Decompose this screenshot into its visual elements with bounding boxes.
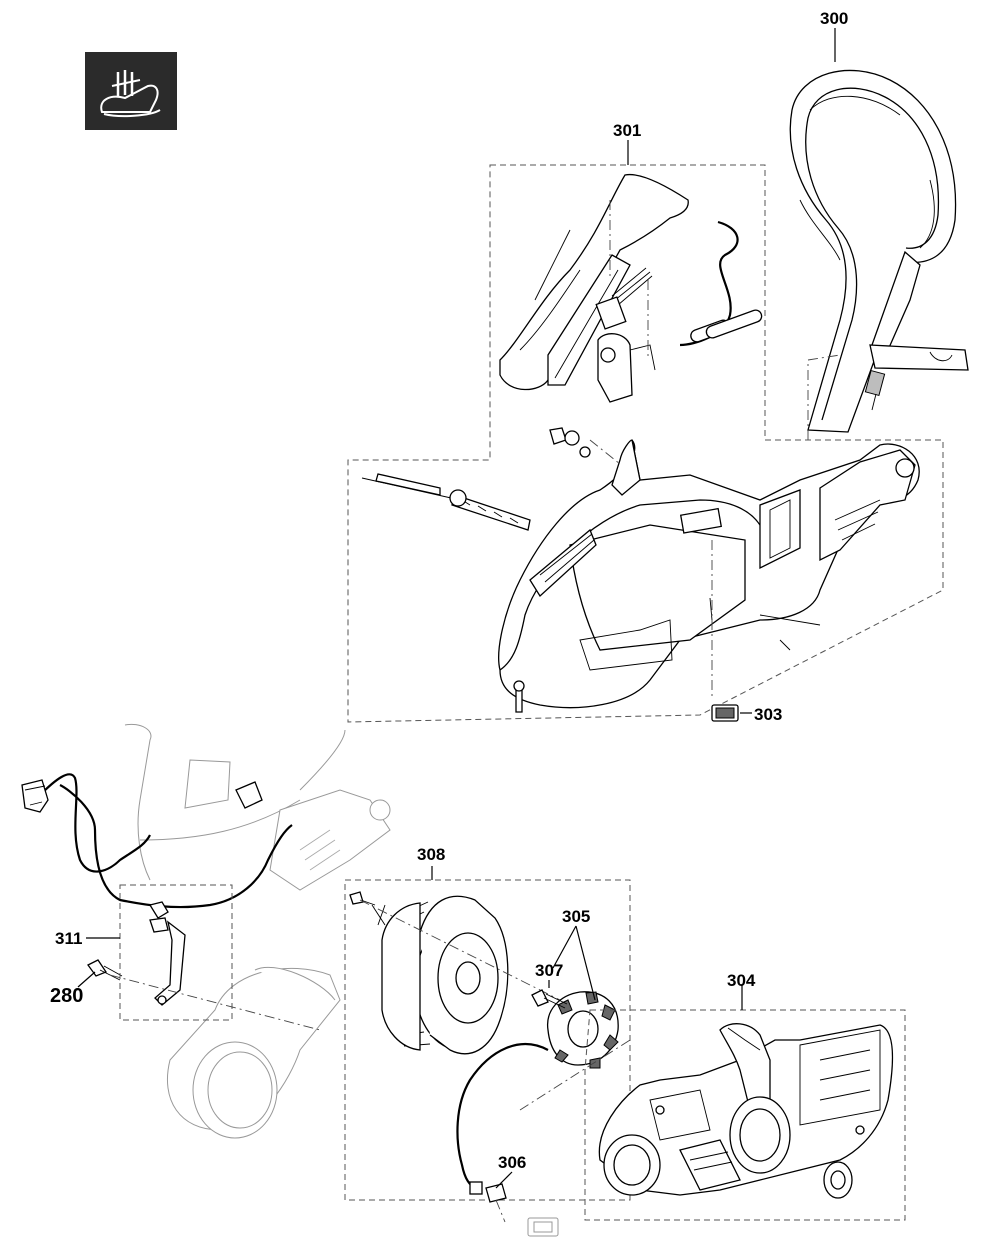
screw-280: [87, 959, 123, 981]
ghost-rear-assembly: [124, 723, 391, 1139]
flywheel-308: [349, 891, 561, 1055]
group-box-304: [584, 1009, 906, 1221]
group-box-301: [347, 164, 944, 723]
callout-301: 301: [613, 121, 641, 140]
screw-307: [531, 989, 568, 1009]
callout-300: 300: [820, 9, 848, 28]
hand-on-handle-icon: [85, 52, 177, 130]
callout-305: 305: [562, 907, 590, 926]
group-box-308: [344, 879, 631, 1201]
bracket-311: [148, 901, 186, 1006]
callout-311: 311: [55, 929, 82, 948]
ignition-wiring: [21, 773, 293, 909]
crankcase-304: [598, 1023, 894, 1196]
callout-308: 308: [417, 845, 445, 864]
leader-lines: [77, 28, 836, 1189]
switch-303: [711, 704, 739, 722]
callout-303: 303: [754, 705, 782, 724]
callout-306: 306: [498, 1153, 526, 1172]
stator-wire: [456, 1043, 549, 1189]
rear-handle-assembly-301: [361, 173, 920, 713]
bearing-304: [823, 1161, 853, 1199]
callout-307: 307: [535, 961, 563, 980]
group-box-311: [119, 884, 233, 1021]
callout-280: 280: [50, 985, 83, 1007]
callout-304: 304: [727, 971, 756, 990]
front-handle-300: [789, 69, 969, 440]
connector-306: [469, 1181, 559, 1237]
stator-305: [547, 991, 619, 1069]
